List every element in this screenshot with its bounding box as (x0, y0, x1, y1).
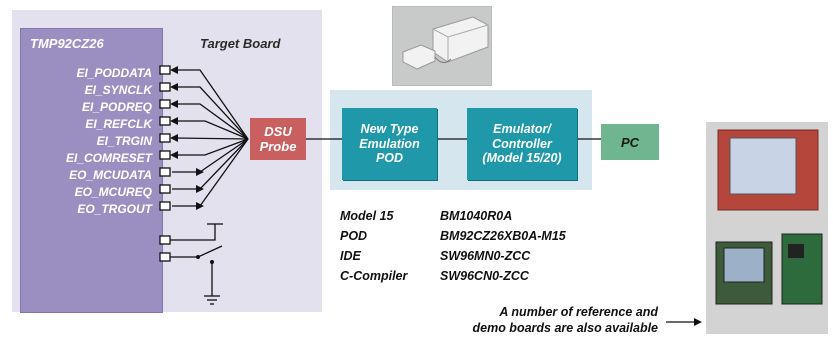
arrow-icon (170, 134, 178, 142)
dsu-probe-line1: DSU (264, 124, 292, 139)
arrow-icon (170, 117, 178, 125)
model-row: IDE SW96MN0-ZCC (340, 246, 566, 266)
emulator-line1: Emulator/ (493, 122, 551, 137)
reference-note: A number of reference and demo boards ar… (408, 304, 659, 336)
model-row: Model 15 BM1040R0A (340, 206, 566, 226)
signal-list: EI_PODDATA EI_SYNCLK EI_PODREQ EI_REFCLK… (0, 60, 152, 220)
pin-icon (159, 201, 171, 211)
arrow-icon (196, 185, 204, 193)
arrow-icon (170, 100, 178, 108)
emulator-line2: Controller (492, 136, 552, 151)
model-row: POD BM92CZ26XB0A-M15 (340, 226, 566, 246)
signal-label: EO_MCUREQ (74, 185, 152, 199)
pin-icon (159, 133, 171, 143)
model-row-value: SW96CN0-ZCC (440, 269, 529, 283)
mcu-title: TMP92CZ26 (30, 36, 104, 51)
emulator-photo (392, 6, 492, 86)
arrow-icon (196, 168, 204, 176)
model-row-label: C-Compiler (340, 269, 408, 283)
pin-icon (159, 65, 171, 75)
board-title: Target Board (200, 36, 281, 51)
pod-line1: New Type (360, 122, 419, 137)
model-row-label: POD (340, 229, 368, 243)
switch-node-icon (196, 255, 200, 259)
arrow-icon (170, 83, 178, 91)
model-row-value: BM92CZ26XB0A-M15 (440, 229, 566, 243)
demo-boards-icon (706, 122, 828, 334)
demo-boards-photo (706, 122, 828, 334)
arrow-icon (170, 151, 178, 159)
pin-icon (159, 184, 171, 194)
emulator-device-icon (393, 7, 491, 85)
pc-box: PC (601, 124, 659, 160)
emulation-pod-box: New Type Emulation POD (342, 108, 437, 180)
model-row-value: BM1040R0A (440, 209, 513, 223)
model-list: Model 15 BM1040R0A POD BM92CZ26XB0A-M15 ID… (340, 206, 566, 286)
pin-icon (159, 116, 171, 126)
pc-label: PC (620, 134, 640, 150)
arrow-icon (170, 66, 178, 74)
pin-icon (159, 167, 171, 177)
dsu-probe-line2: Probe (259, 139, 297, 154)
model-row-label: Model 15 (340, 209, 394, 223)
signal-label: EI_PODDATA (76, 66, 152, 80)
pin-icon (159, 150, 171, 160)
note-line1: A number of reference and (499, 305, 658, 319)
emulator-controller-box: Emulator/ Controller (Model 15/20) (467, 108, 577, 180)
pod-line2: Emulation (359, 136, 420, 151)
pin-icon (159, 252, 171, 262)
signal-label: EO_MCUDATA (69, 168, 152, 182)
dsu-probe-box: DSU Probe (250, 118, 306, 160)
pin-icon (159, 99, 171, 109)
signal-label: EI_TRGIN (96, 134, 152, 148)
signal-label: EI_REFCLK (85, 117, 152, 131)
pin-icon (159, 235, 171, 245)
model-row: C-Compiler SW96CN0-ZCC (340, 266, 566, 286)
mcu-block (20, 28, 163, 313)
arrow-icon (694, 318, 702, 326)
signal-label: EI_COMRESET (65, 151, 152, 165)
note-line2: demo boards are also available (472, 321, 659, 335)
signal-label: EO_TRGOUT (77, 202, 152, 216)
emulator-line3: (Model 15/20) (482, 151, 562, 166)
pin-icon (159, 82, 171, 92)
model-row-label: IDE (340, 249, 361, 263)
pod-line3: POD (375, 151, 404, 166)
model-row-value: SW96MN0-ZCC (440, 249, 531, 263)
switch-node-icon (210, 260, 214, 264)
arrow-icon (196, 202, 204, 210)
signal-label: EI_PODREQ (81, 100, 152, 114)
signal-label: EI_SYNCLK (84, 83, 152, 97)
